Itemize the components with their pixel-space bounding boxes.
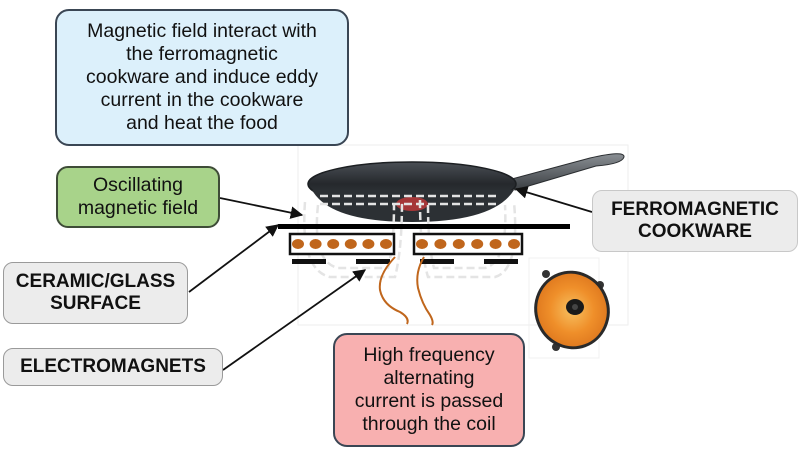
frying-pan [307,153,625,222]
arrow-ferromagnetic [514,186,593,213]
callout-high-frequency-current: High frequency alternating current is pa… [333,333,525,447]
callout-line: and heat the food [126,112,278,134]
coil-turn [362,239,375,249]
wire-right [416,256,434,326]
coil-turn [380,239,392,249]
ceramic-glass-surface [278,224,570,229]
magnet-bar [420,259,454,264]
callout-ceramic-surface: CERAMIC/GLASS SURFACE [3,262,188,324]
arrow-electromagnets [222,269,367,371]
coil-turn [309,239,322,249]
callout-line: cookware and induce eddy [86,66,318,88]
electromagnet-coils [288,232,524,264]
connector-arrows [188,186,593,371]
callout-line: current is passed [354,390,504,412]
arrow-oscillating [219,197,304,219]
coil-turn [452,239,465,249]
callout-line: High frequency [363,344,495,366]
magnet-bar [484,259,518,264]
callout-line: COOKWARE [637,221,752,242]
callout-line: alternating [383,367,475,389]
coil-turn [292,239,304,249]
power-wires [378,256,434,326]
coil-turn [489,239,502,249]
coil-housing-left [288,232,396,256]
callout-line: magnetic field [77,197,199,219]
callout-line: the ferromagnetic [126,43,278,65]
callout-line: Magnetic field interact with [87,20,317,42]
callout-line: FERROMAGNETIC [611,198,779,220]
wire-left [378,256,409,325]
coil-turn [327,239,340,249]
callout-electromagnets: ELECTROMAGNETS [3,348,223,386]
callout-line: ELECTROMAGNETS [20,355,206,377]
induction-coil-photo [528,257,610,359]
callout-eddy-current: Magnetic field interact with the ferroma… [55,9,349,146]
arrow-ceramic [188,224,280,293]
magnet-bar [292,259,326,264]
coil-turn [508,239,520,249]
magnet-bar [356,259,390,264]
callout-line: Oscillating [93,174,183,196]
coil-turn [416,239,428,249]
coil-turn [471,239,484,249]
coil-turn [344,239,357,249]
pan-handle [507,153,625,191]
coil-housing-right [412,232,524,256]
callout-ferromagnetic-cookware: FERROMAGNETIC COOKWARE [592,190,798,252]
callout-line: SURFACE [50,293,141,314]
callout-line: through the coil [362,413,496,435]
callout-line: CERAMIC/GLASS [15,270,176,292]
coil-turn [434,239,447,249]
callout-oscillating-field: Oscillating magnetic field [56,166,220,228]
callout-line: current in the cookware [100,89,304,111]
